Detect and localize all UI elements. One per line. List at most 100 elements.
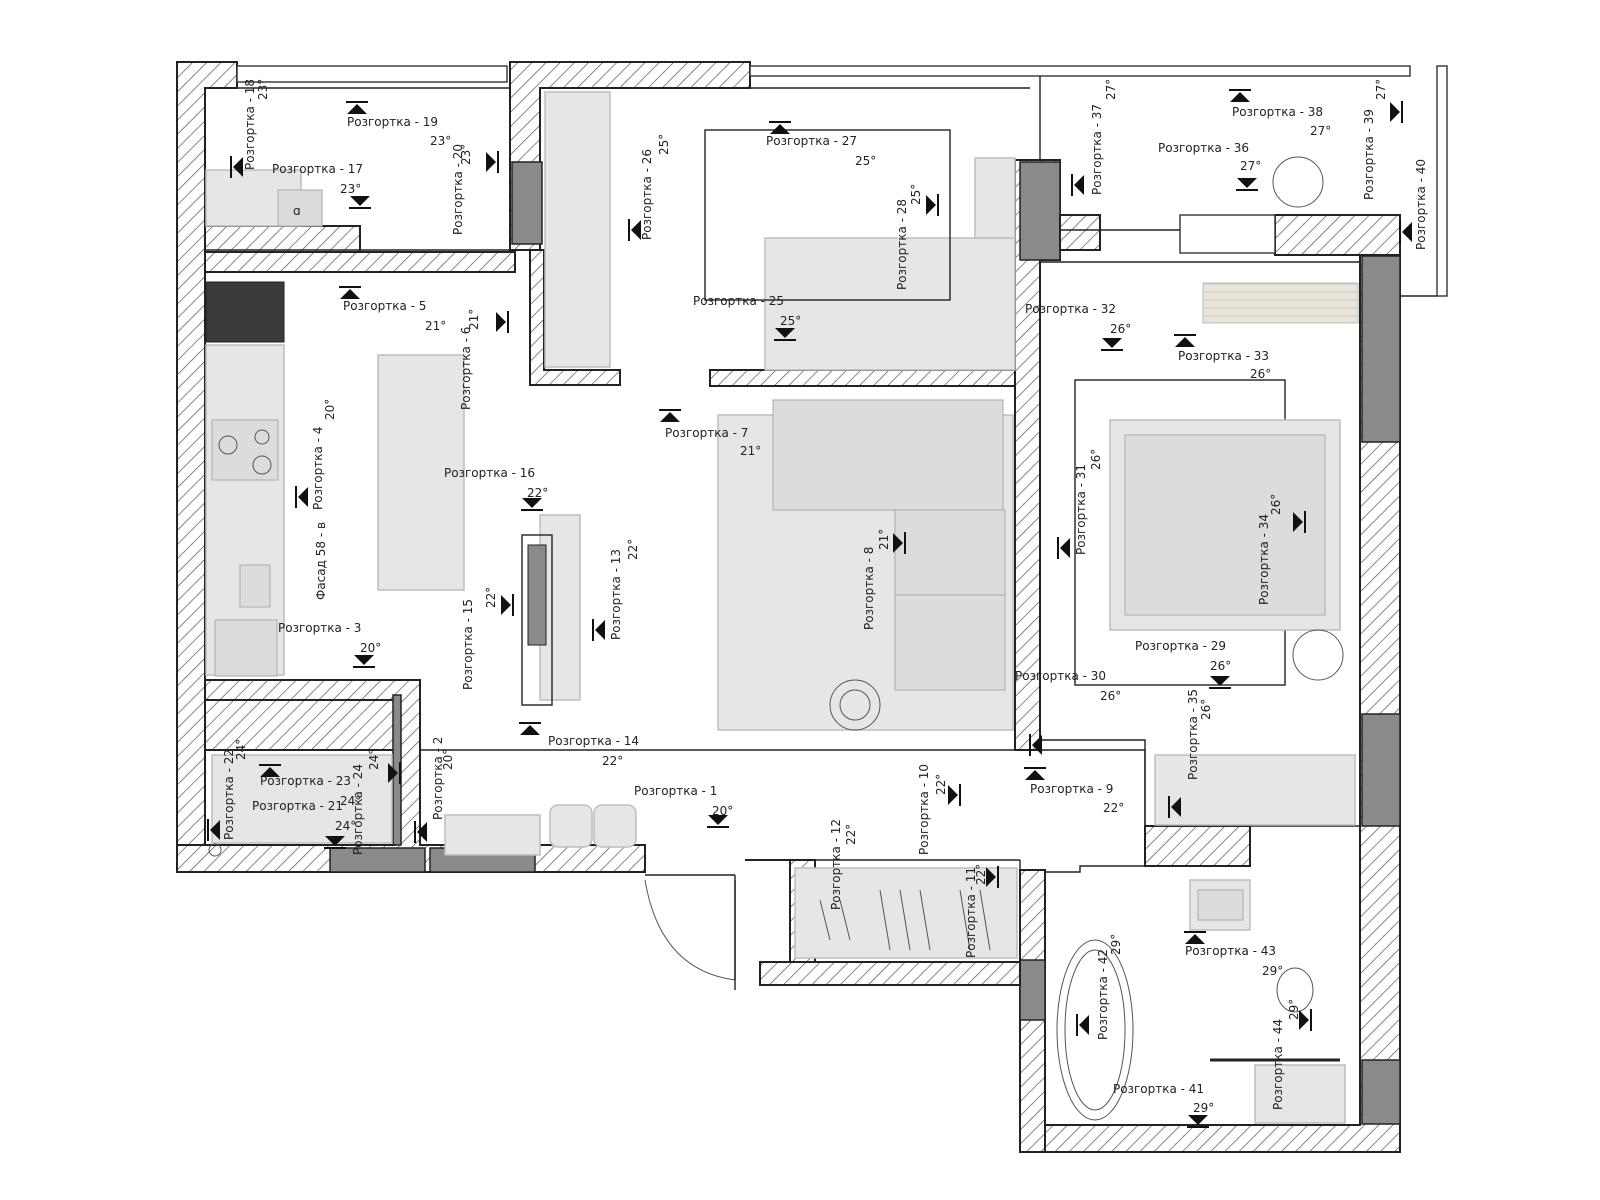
marker-label-22: Розгортка - 22: [222, 749, 236, 840]
marker-angle-13: 22°: [626, 539, 640, 560]
wall-bathroom-top: [1144, 825, 1251, 867]
wall-living-top: [204, 251, 516, 273]
marker-arrow-24: [388, 763, 398, 783]
sofa-back: [772, 399, 1004, 511]
marker-arrow-13: [595, 620, 605, 640]
washer-icon: ɑ: [293, 204, 301, 218]
marker-angle-22: 24°: [234, 739, 248, 760]
marker-angle-8: 21°: [877, 529, 891, 550]
marker-label-27: Розгортка - 27: [766, 134, 857, 148]
pouf-2: [593, 804, 637, 848]
pouf-1: [549, 804, 593, 848]
washer: [277, 189, 323, 227]
marker-angle-42: 29°: [1109, 934, 1123, 955]
marker-angle-7: 21°: [740, 444, 761, 458]
elevation-markers: Розгортка - 120°Розгортка - 220°Розгортк…: [207, 79, 1428, 1128]
marker-angle-4: 20°: [323, 399, 337, 420]
marker-arrow-39: [1390, 102, 1400, 122]
wall-bottom-block: [329, 847, 426, 873]
marker-arrow-29: [1210, 676, 1230, 686]
marker-angle-9: 22°: [1103, 801, 1124, 815]
marker-arrow-3: [354, 655, 374, 665]
marker-label-42: Розгортка - 42: [1096, 949, 1110, 1040]
marker-arrow-9: [1025, 770, 1045, 780]
fridge: [205, 281, 285, 343]
entrance-door: [644, 879, 736, 981]
marker-arrow-18: [233, 157, 243, 177]
marker-label-11: Розгортка - 11: [964, 867, 978, 958]
marker-arrow-36: [1237, 178, 1257, 188]
marker-angle-21: 24°: [335, 819, 356, 833]
marker-label-28: Розгортка - 28: [895, 199, 909, 290]
coffee-table: [829, 679, 881, 731]
marker-label-7: Розгортка - 7: [665, 426, 748, 440]
marker-label-38: Розгортка - 38: [1232, 105, 1323, 119]
marker-label-6: Розгортка - 6: [459, 327, 473, 410]
marker-label-5: Розгортка - 5: [343, 299, 426, 313]
marker-arrow-19: [347, 104, 367, 114]
marker-label-4: Розгортка - 4: [311, 427, 325, 510]
marker-label-15: Розгортка - 15: [461, 599, 475, 690]
marker-angle-31: 26°: [1089, 449, 1103, 470]
marker-label-14: Розгортка - 14: [548, 734, 639, 748]
marker-arrow-5: [340, 289, 360, 299]
marker-angle-3: 20°: [360, 641, 381, 655]
cooktop: [211, 419, 279, 481]
marker-label-20: Розгортка - 20: [451, 144, 465, 235]
marker-angle-11: 22°: [974, 864, 988, 885]
marker-label-32: Розгортка - 32: [1025, 302, 1116, 316]
marker-arrow-34: [1293, 512, 1303, 532]
marker-label-24: Розгортка - 24: [351, 764, 365, 855]
marker-label-17: Розгортка - 17: [272, 162, 363, 176]
wall-wardrobe-bottom: [759, 961, 1021, 986]
marker-angle-25: 25°: [780, 314, 801, 328]
marker-angle-18: 23°: [256, 79, 270, 100]
wardrobe-bedroom2: [1154, 754, 1356, 826]
shower: [1254, 1064, 1346, 1124]
wall-bottom-left: [176, 679, 646, 873]
marker-arrow-43: [1185, 934, 1205, 944]
marker-arrow-27: [770, 124, 790, 134]
wall-right-column-3: [1361, 1059, 1401, 1125]
marker-angle-43: 29°: [1262, 964, 1283, 978]
marker-label-12: Розгортка - 12: [829, 819, 843, 910]
desk: [1202, 282, 1359, 324]
marker-angle-6: 21°: [467, 309, 481, 330]
sofa-seat-2: [894, 594, 1006, 691]
marker-arrow-8: [893, 533, 903, 553]
bath-vanity-sink: [1197, 889, 1244, 921]
marker-label-1: Розгортка - 1: [634, 784, 717, 798]
bed-bedroom1: [764, 237, 1016, 371]
window-right-balcony: [1436, 65, 1448, 297]
round-table: [1272, 156, 1324, 208]
marker-angle-41: 29°: [1193, 1101, 1214, 1115]
marker-angle-38: 27°: [1310, 124, 1331, 138]
wall-column: [1019, 161, 1061, 261]
marker-angle-36: 27°: [1240, 159, 1261, 173]
wc-cabinet: [211, 754, 393, 844]
marker-label-43: Розгортка - 43: [1185, 944, 1276, 958]
burner-3: [252, 455, 272, 475]
marker-angle-24: 24°: [367, 749, 381, 770]
marker-angle-2: 20°: [441, 749, 455, 770]
marker-label-18: Розгортка - 18: [243, 79, 257, 170]
marker-label-44: Розгортка - 44: [1271, 1019, 1285, 1110]
marker-angle-28: 25°: [909, 184, 923, 205]
window-top-mid: [749, 65, 1411, 77]
facade-label: Фасад 58 - в: [314, 522, 328, 600]
burner-2: [254, 429, 270, 445]
marker-angle-37: 27°: [1104, 79, 1118, 100]
marker-label-19: Розгортка - 19: [347, 115, 438, 129]
marker-label-10: Розгортка - 10: [917, 764, 931, 855]
marker-arrow-38: [1230, 92, 1250, 102]
marker-angle-35: 26°: [1199, 699, 1213, 720]
wall-right-column-1: [1361, 255, 1401, 443]
marker-arrow-23: [260, 767, 280, 777]
marker-arrow-1: [708, 815, 728, 825]
marker-label-16: Розгортка - 16: [444, 466, 535, 480]
wall-top-right-2: [1274, 214, 1401, 256]
tv-unit: [539, 514, 581, 701]
marker-label-3: Розгортка - 3: [278, 621, 361, 635]
marker-angle-34: 26°: [1269, 494, 1283, 515]
